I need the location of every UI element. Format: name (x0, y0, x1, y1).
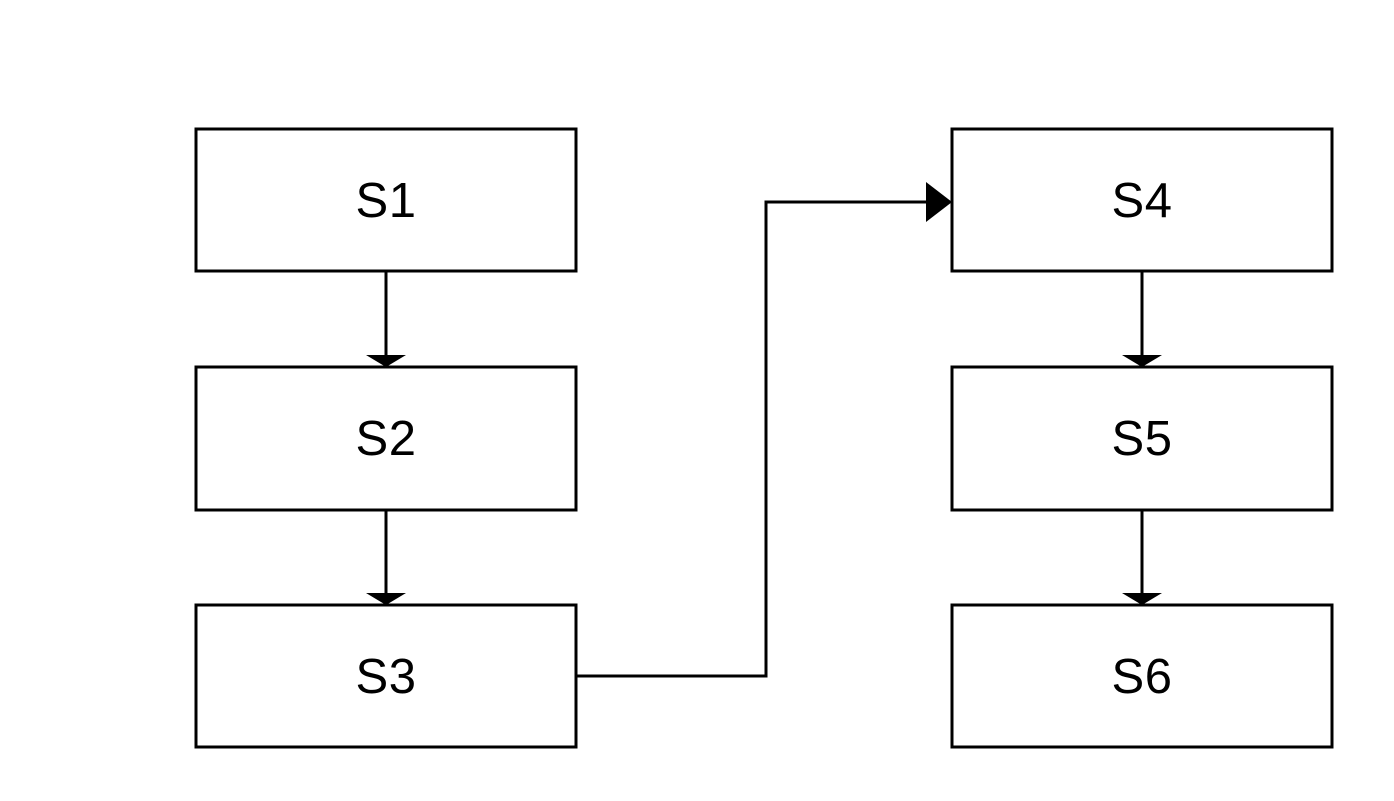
node-s4[interactable]: S4 (950, 127, 1334, 273)
edge-s3-to-s4 (576, 182, 952, 678)
node-s1[interactable]: S1 (194, 127, 578, 273)
node-s4-label: S4 (1112, 174, 1173, 228)
node-s5[interactable]: S5 (950, 365, 1334, 512)
arrowhead-right-icon (926, 182, 952, 222)
edge-s1-to-s2 (366, 271, 406, 367)
arrowhead-down-icon (1122, 355, 1162, 367)
node-s1-label: S1 (356, 174, 417, 228)
node-s2-box[interactable] (194, 365, 578, 512)
edges-group (366, 182, 1162, 678)
arrowhead-down-icon (366, 355, 406, 367)
arrowhead-down-icon (366, 593, 406, 605)
nodes-group: S1 S2 S3 S4 S5 S6 (194, 127, 1334, 749)
node-s4-box[interactable] (950, 127, 1334, 273)
node-s5-label: S5 (1112, 412, 1173, 466)
edge-s2-to-s3 (366, 510, 406, 605)
node-s2-label: S2 (356, 412, 417, 466)
node-s3-label: S3 (356, 650, 417, 704)
edge-s3-to-s4-line (576, 200, 926, 678)
node-s6-box[interactable] (950, 603, 1334, 749)
node-s6-label: S6 (1112, 650, 1173, 704)
edge-s4-to-s5 (1122, 271, 1162, 367)
node-s6[interactable]: S6 (950, 603, 1334, 749)
node-s2[interactable]: S2 (194, 365, 578, 512)
arrowhead-down-icon (1122, 593, 1162, 605)
node-s1-box[interactable] (194, 127, 578, 273)
edge-s5-to-s6 (1122, 510, 1162, 605)
node-s3[interactable]: S3 (194, 603, 578, 749)
